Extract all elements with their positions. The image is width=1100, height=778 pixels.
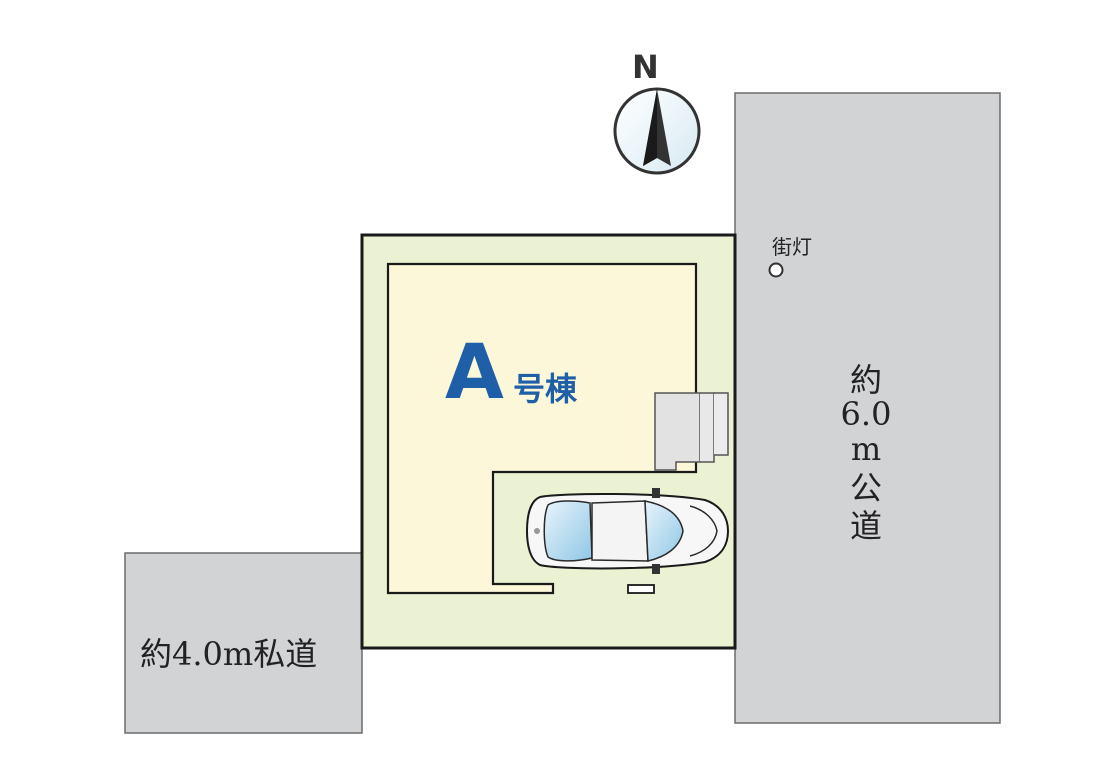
public-road-label-4: 公: [850, 469, 882, 507]
private-road-label-text: 約4.0m私道: [140, 635, 317, 673]
public-road-label-3: m: [851, 430, 881, 468]
public-road-label-1: 約: [850, 361, 882, 399]
streetlight-icon: 街灯: [768, 235, 812, 278]
north-arrow-icon: N: [613, 48, 701, 175]
public-road-label-5: 道: [850, 507, 882, 545]
entrance-steps: [654, 392, 729, 471]
private-road: [124, 552, 363, 734]
car-icon: [525, 488, 730, 574]
public-road-label: 約 6.0 m 公 道: [841, 361, 892, 545]
house-footprint: [386, 262, 698, 595]
unit-letter: A: [445, 327, 504, 416]
public-road-label-2: 6.0: [841, 395, 892, 433]
north-label: N: [632, 48, 659, 86]
unit-label: A 号棟: [445, 327, 578, 416]
private-road-label: 約4.0m私道: [140, 635, 317, 673]
public-road: [734, 92, 1001, 724]
streetlight-label: 街灯: [772, 235, 812, 259]
unit-suffix: 号棟: [513, 370, 578, 408]
